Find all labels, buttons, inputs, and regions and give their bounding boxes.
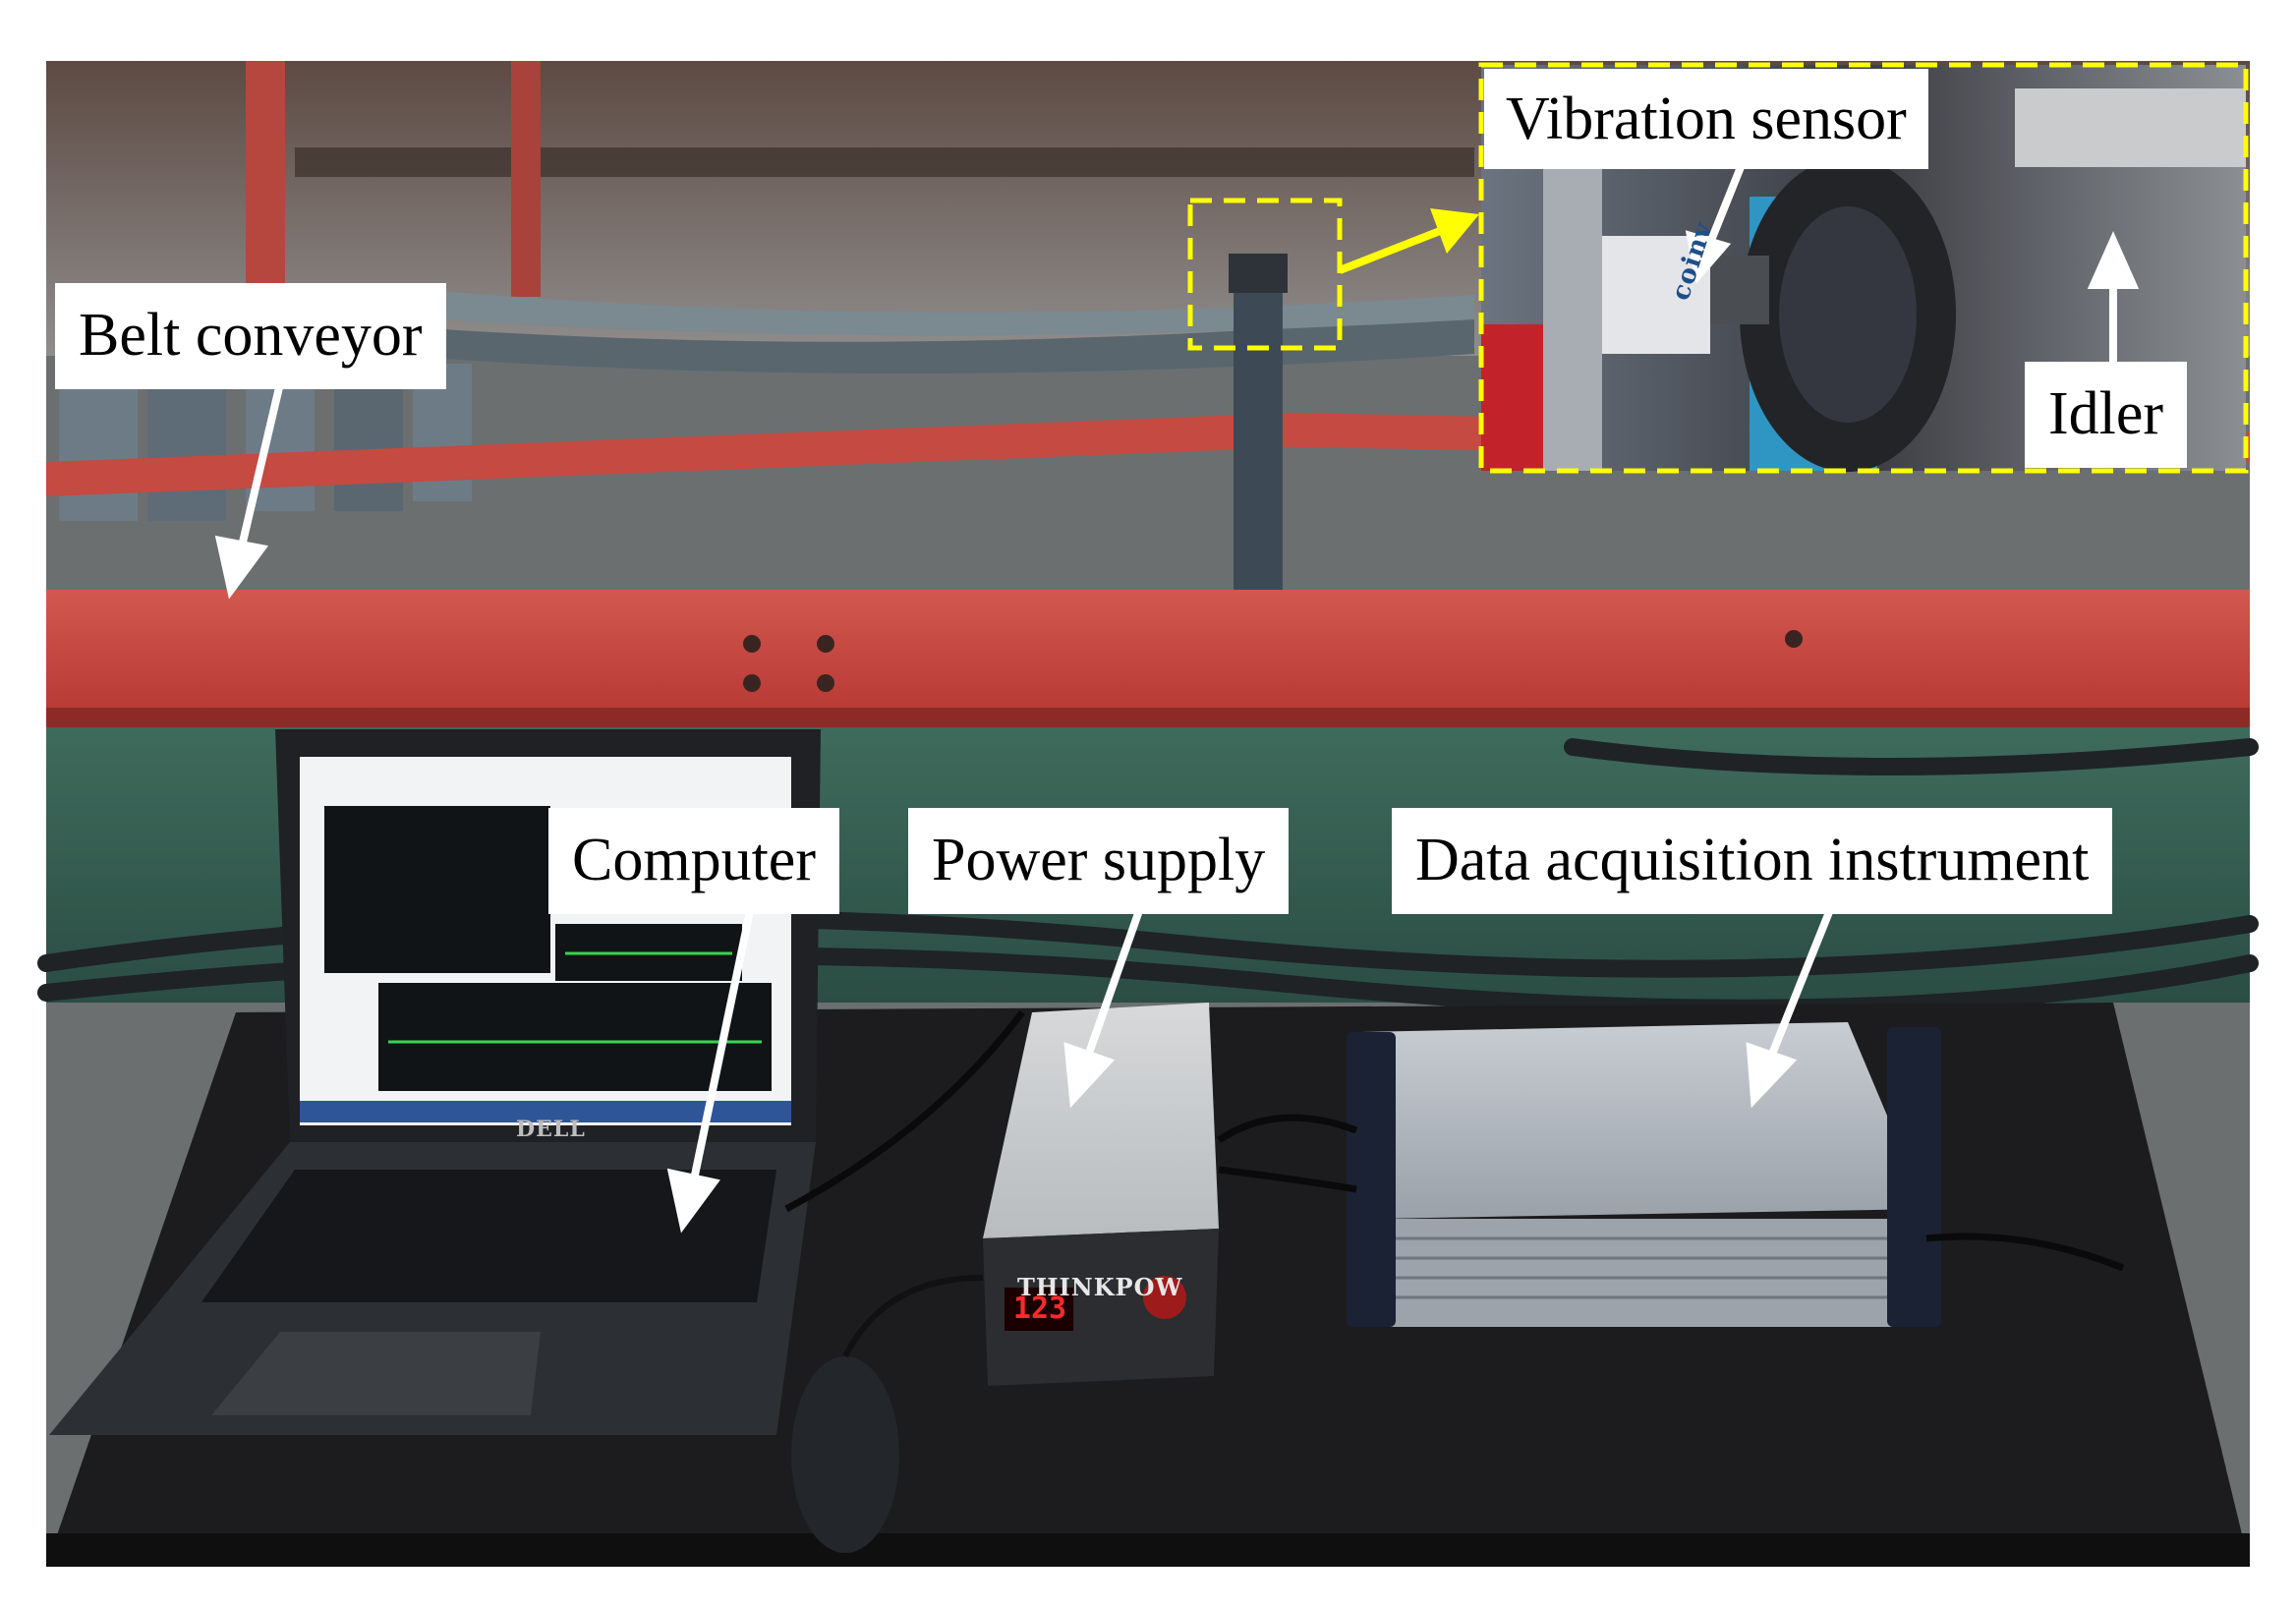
sensor-mast-cap bbox=[1229, 254, 1288, 293]
inset-border bbox=[1478, 62, 2249, 474]
frame-bolts bbox=[743, 630, 1803, 692]
red-column-left bbox=[246, 61, 285, 316]
power-supply-brand: THINKPOW bbox=[1017, 1273, 1183, 1301]
conveyor-belt bbox=[373, 315, 1474, 373]
sensor-highlight-box bbox=[1187, 198, 1343, 351]
label-belt-conveyor: Belt conveyor bbox=[55, 283, 446, 389]
white-arrows bbox=[214, 155, 2140, 1234]
power-supply-unit bbox=[983, 1003, 1219, 1386]
frame-main-beam-shadow bbox=[46, 708, 2250, 727]
arrow-vibration-sensor-icon bbox=[1704, 155, 1749, 250]
label-idler: Idler bbox=[2025, 362, 2188, 468]
table-cables bbox=[784, 1009, 2125, 1272]
label-power-supply: Power supply bbox=[908, 808, 1290, 914]
red-column-mid bbox=[511, 61, 541, 297]
arrow-power-supply-icon bbox=[1082, 900, 1146, 1063]
power-supply-readout: 123 bbox=[1012, 1292, 1067, 1326]
sensor-mast bbox=[1234, 256, 1283, 590]
mouse bbox=[791, 1356, 899, 1553]
frame-main-beam bbox=[46, 590, 2250, 727]
ceiling-beam bbox=[295, 147, 1474, 177]
yellow-arrow-icon bbox=[1338, 208, 1479, 274]
mouse-cable bbox=[842, 1275, 984, 1358]
label-data-acquisition-instrument: Data acquisition instrument bbox=[1392, 808, 2113, 914]
work-table-edge bbox=[46, 1533, 2250, 1567]
arrow-belt-conveyor-icon bbox=[237, 382, 284, 551]
arrow-computer-icon bbox=[689, 901, 756, 1185]
label-computer: Computer bbox=[548, 808, 839, 914]
label-vibration-sensor: Vibration sensor bbox=[1484, 69, 1928, 169]
daq-unit bbox=[1347, 1022, 1941, 1327]
conveyor-belt-top bbox=[373, 285, 1474, 336]
arrow-daq-icon bbox=[1765, 900, 1837, 1063]
laptop-brand: DELL bbox=[516, 1117, 586, 1142]
